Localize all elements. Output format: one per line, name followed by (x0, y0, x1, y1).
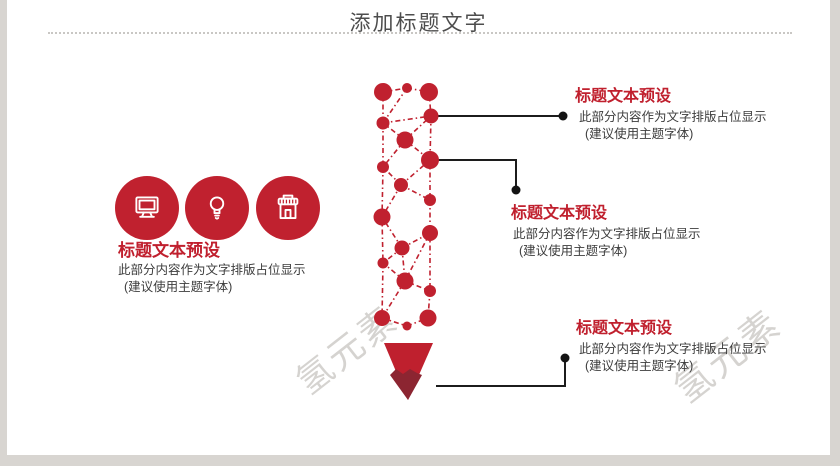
callout-connector-lines (430, 115, 566, 387)
frame-edge-right (830, 0, 840, 466)
monitor-icon (135, 196, 159, 218)
callout-1-desc-line1: 此部分内容作为文字排版占位显示 (579, 110, 767, 124)
callout-1-desc-line2: (建议使用主题字体) (585, 127, 694, 141)
callout-2-desc-line1: 此部分内容作为文字排版占位显示 (513, 227, 701, 241)
pencil-dots (373, 83, 439, 331)
title-divider (48, 32, 792, 34)
left-feature-desc-line2: (建议使用主题字体) (124, 280, 233, 294)
left-feature-title: 标题文本预设 (118, 241, 220, 260)
callout-2-title: 标题文本预设 (511, 205, 608, 222)
feature-circle-store (256, 176, 320, 240)
callout-2-desc-line2: (建议使用主题字体) (519, 244, 628, 258)
callout-3-title: 标题文本预设 (576, 320, 673, 337)
feature-circle-idea (185, 176, 249, 240)
callout-3-desc-line1: 此部分内容作为文字排版占位显示 (579, 342, 767, 356)
store-icon (277, 194, 299, 219)
frame-edge-left (0, 0, 7, 466)
feature-circle-monitor (115, 176, 179, 240)
pencil-tip (384, 343, 433, 400)
callout-3-desc-line2: (建议使用主题字体) (585, 359, 694, 373)
frame-edge-bottom (0, 455, 840, 466)
lightbulb-icon (209, 196, 225, 220)
left-feature-desc-line1: 此部分内容作为文字排版占位显示 (118, 263, 306, 277)
connector-end-dots (511, 111, 570, 363)
callout-1-title: 标题文本预设 (575, 88, 672, 105)
slide-title: 添加标题文字 (349, 12, 488, 35)
